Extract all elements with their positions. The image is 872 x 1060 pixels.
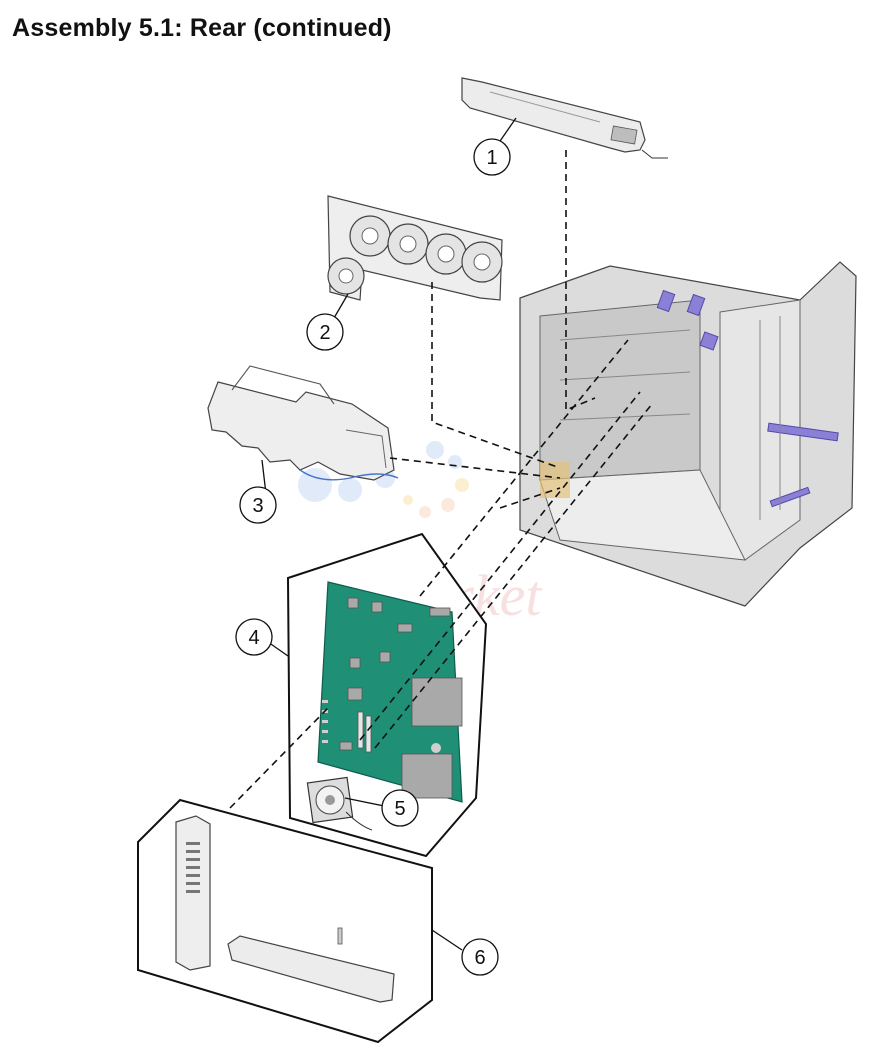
callout-2: 2 bbox=[306, 313, 344, 351]
callout-5: 5 bbox=[381, 789, 419, 827]
callout-6: 6 bbox=[461, 938, 499, 976]
connector-lines bbox=[229, 150, 653, 809]
part-6-parts bbox=[175, 815, 395, 1003]
svg-text:5: 5 bbox=[394, 798, 405, 820]
callout-4: 4 bbox=[235, 618, 273, 656]
svg-text:2: 2 bbox=[319, 322, 330, 344]
printer-frame bbox=[519, 261, 857, 607]
page-title: Assembly 5.1: Rear (continued) bbox=[12, 14, 392, 42]
svg-text:3: 3 bbox=[252, 495, 263, 517]
part-5-fan bbox=[306, 776, 373, 831]
svg-text:1: 1 bbox=[486, 147, 497, 169]
svg-text:6: 6 bbox=[474, 947, 485, 969]
svg-text:4: 4 bbox=[248, 627, 259, 649]
callout-3: 3 bbox=[239, 486, 277, 524]
part-3-duct bbox=[207, 365, 399, 481]
part-4-controller-board bbox=[317, 581, 463, 803]
part-1-bracket bbox=[461, 77, 668, 159]
part-2-motor-assembly bbox=[327, 195, 503, 301]
callout-1: 1 bbox=[473, 138, 511, 176]
